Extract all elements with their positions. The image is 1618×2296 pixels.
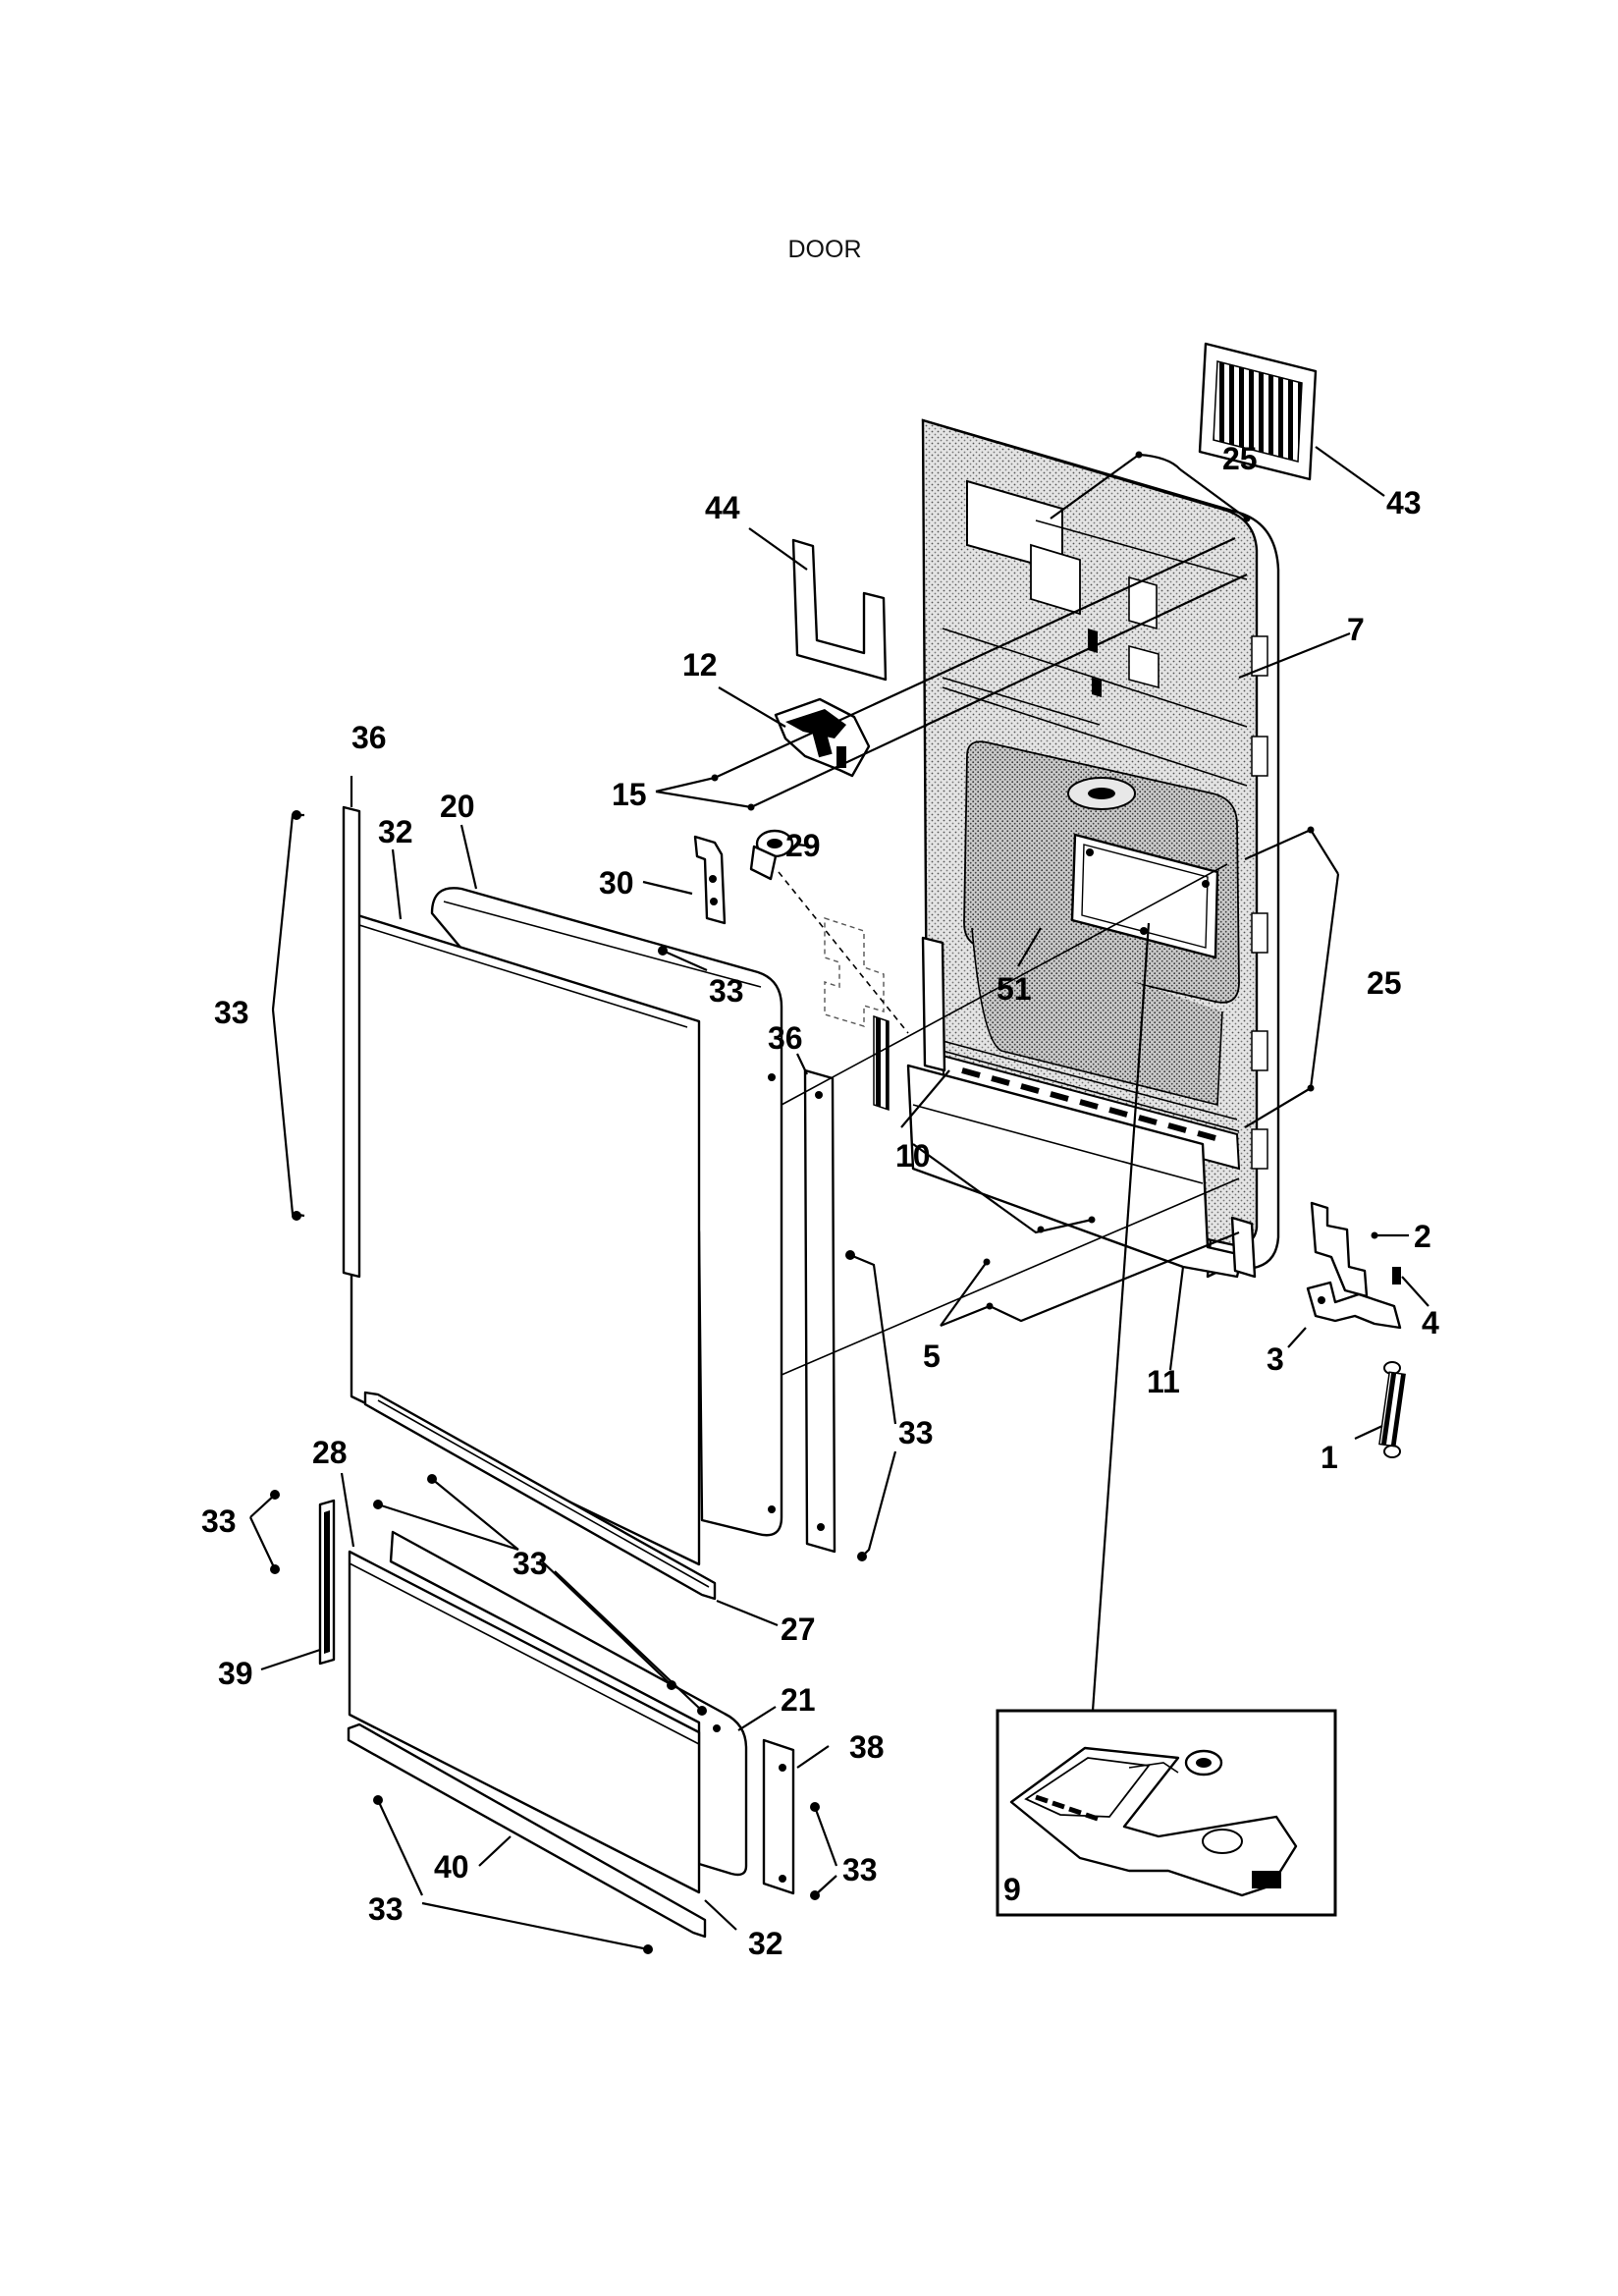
inset-part-9-dispenser: [996, 1709, 1337, 1917]
callout-40: 40: [434, 1849, 469, 1885]
callout-33-right: 33: [898, 1415, 934, 1450]
part-29-knob: [749, 829, 794, 881]
part-38-right-kick-trim: [762, 1738, 795, 1895]
callout-28: 28: [312, 1435, 348, 1470]
part-39-left-kick-trim: [318, 1499, 336, 1666]
callout-33-middle: 33: [512, 1546, 548, 1581]
callout-36-left: 36: [351, 720, 387, 755]
callout-labels: 25 43 44 7 12 15 36 32 20 29 30 33 51 25…: [201, 441, 1439, 1961]
callout-5: 5: [923, 1339, 941, 1374]
ghost-bracket: [824, 917, 885, 1027]
callout-21: 21: [781, 1682, 816, 1718]
part-21-kick-box: [389, 1530, 748, 1877]
part-12-latch: [774, 697, 871, 778]
callout-2: 2: [1414, 1219, 1431, 1254]
callout-25-top: 25: [1222, 441, 1258, 476]
callout-29: 29: [785, 828, 821, 863]
callout-38: 38: [849, 1729, 885, 1765]
part-36-right-trim: [803, 1068, 836, 1554]
callout-12: 12: [682, 647, 718, 683]
callout-27: 27: [781, 1612, 816, 1647]
callout-3: 3: [1267, 1341, 1284, 1377]
part-36-left-trim: [342, 805, 361, 1279]
callout-33-lower-right: 33: [842, 1852, 878, 1887]
part-1-spring: [1378, 1361, 1406, 1458]
callout-30: 30: [599, 865, 634, 901]
spring-clip: [873, 1014, 890, 1112]
callout-10: 10: [895, 1138, 931, 1174]
part-3-hinge-plate: [1306, 1281, 1402, 1330]
callout-9: 9: [1003, 1872, 1021, 1907]
callout-7: 7: [1347, 612, 1365, 647]
callout-32-top: 32: [378, 814, 413, 849]
part-2-hinge-arm: [1310, 1201, 1369, 1298]
callout-4: 4: [1422, 1305, 1439, 1340]
callout-51: 51: [997, 971, 1032, 1007]
callout-39: 39: [218, 1656, 253, 1691]
callout-20: 20: [440, 789, 475, 824]
callout-25-right: 25: [1367, 965, 1402, 1001]
leader-lines: [249, 446, 1429, 1954]
part-27-channel: [363, 1391, 717, 1601]
callout-33-left: 33: [214, 995, 249, 1030]
part-32-kick-panel: [348, 1550, 701, 1894]
part-30-bracket: [693, 835, 727, 925]
callout-33-lower-left: 33: [201, 1503, 237, 1539]
callout-43: 43: [1386, 485, 1422, 520]
callout-32-bottom: 32: [748, 1926, 783, 1961]
part-32-front-panel: [350, 911, 701, 1566]
part-11-bottom-channel: [906, 936, 1257, 1279]
callout-33-knob: 33: [709, 973, 744, 1009]
page-title: DOOR: [788, 236, 862, 263]
callout-15: 15: [612, 777, 647, 812]
part-40-bottom-strip: [347, 1722, 707, 1939]
callout-44: 44: [705, 490, 740, 525]
part-4-screw: [1392, 1267, 1401, 1285]
callout-11: 11: [1147, 1364, 1180, 1399]
part-7-inner-door-panel: [921, 418, 1280, 1279]
callout-33-bottom: 33: [368, 1891, 404, 1927]
part-43-vent-grille: [1198, 342, 1318, 481]
callout-1: 1: [1321, 1440, 1338, 1475]
part-44-u-channel: [791, 538, 888, 682]
callout-36-right: 36: [768, 1020, 803, 1056]
